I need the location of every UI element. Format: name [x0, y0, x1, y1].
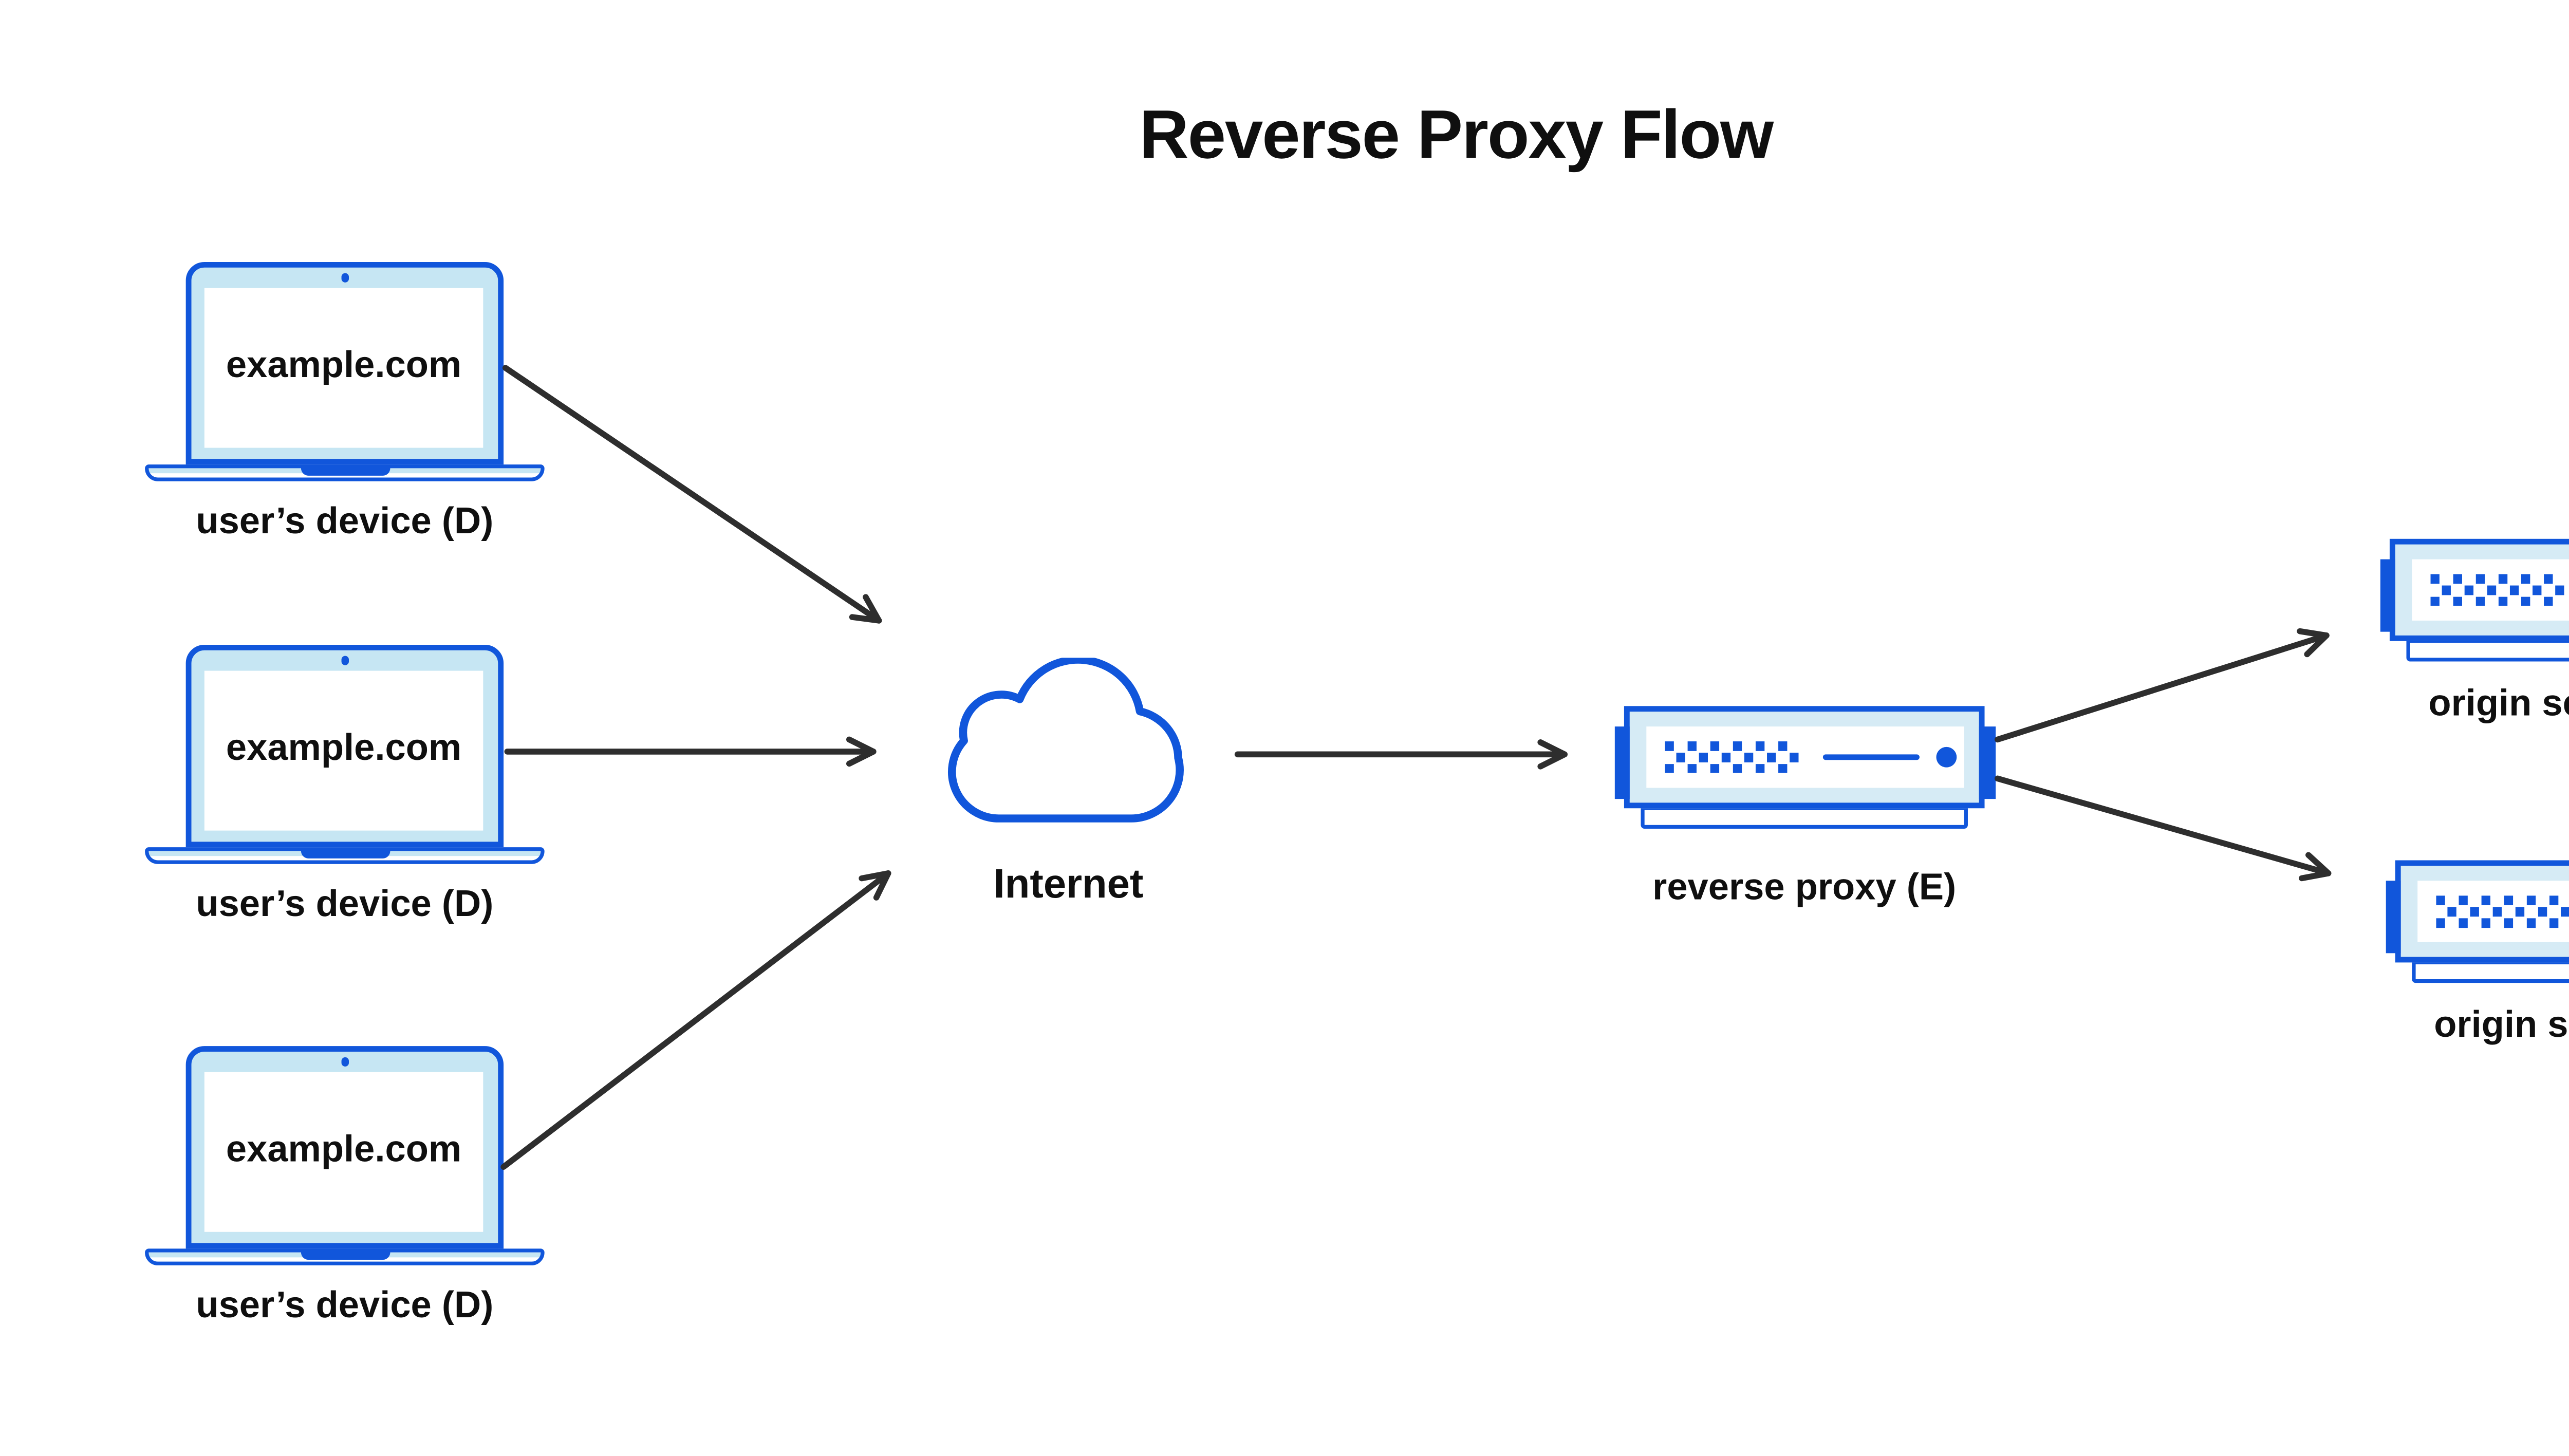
reverse-proxy-label: reverse proxy (E) [1652, 867, 1957, 909]
origin-server-node-2: origin server (F) [2385, 861, 2569, 1049]
user-device-node-2: example.com user’s device (D) [145, 644, 545, 927]
arrow-proxy-to-origin2 [1995, 775, 2332, 882]
server-slot-line [1822, 754, 1919, 760]
laptop-screen-text: example.com [226, 346, 462, 387]
laptop-screen: example.com [204, 1072, 483, 1231]
laptop-screen: example.com [204, 670, 483, 830]
server-faceplate [1645, 726, 1963, 788]
laptop-screen-text: example.com [226, 1130, 462, 1172]
webcam-dot-icon [340, 273, 349, 282]
server-icon [1614, 706, 1995, 829]
server-faceplate [2411, 559, 2569, 621]
server-led-icon [1935, 746, 1956, 768]
server-vents-icon [2429, 573, 2563, 606]
server-icon [2379, 538, 2569, 662]
user-device-node-3: example.com user’s device (D) [145, 1046, 545, 1329]
server-chassis [2379, 538, 2569, 641]
webcam-dot-icon [340, 1057, 349, 1066]
server-left-tab [2385, 881, 2401, 954]
origin-server-node-1: origin server (F) [2379, 538, 2569, 726]
arrow-device3-to-internet [500, 870, 891, 1170]
user-device-label: user’s device (D) [196, 1286, 494, 1327]
reverse-proxy-node: reverse proxy (E) [1614, 706, 1995, 910]
page-title: Reverse Proxy Flow [1139, 97, 1774, 173]
arrow-device1-to-internet [502, 365, 882, 624]
internet-node: Internet [929, 658, 1207, 908]
origin-server-label: origin server (F) [2434, 1005, 2569, 1047]
laptop-icon: example.com [185, 261, 504, 464]
user-device-label: user’s device (D) [196, 501, 494, 543]
laptop-base [145, 846, 545, 864]
laptop-base [145, 1248, 545, 1266]
webcam-dot-icon [340, 656, 349, 664]
laptop-notch [300, 466, 389, 475]
laptop-screen-text: example.com [226, 729, 462, 770]
cloud-icon [948, 658, 1184, 823]
laptop-icon: example.com [185, 1046, 504, 1248]
user-device-node-1: example.com user’s device (D) [145, 261, 545, 545]
server-vents-icon [2435, 895, 2569, 928]
server-tray [2412, 961, 2569, 984]
origin-server-label: origin server (F) [2428, 683, 2569, 725]
server-chassis [2385, 861, 2569, 963]
laptop-notch [300, 849, 389, 858]
laptop-base [145, 463, 545, 481]
server-right-tab [1979, 726, 1995, 799]
server-icon [2385, 861, 2569, 984]
laptop-notch [300, 1250, 389, 1259]
laptop-screen: example.com [204, 288, 483, 447]
internet-label: Internet [993, 860, 1144, 907]
server-vents-icon [1664, 741, 1798, 774]
server-left-tab [1614, 726, 1630, 799]
arrow-proxy-to-origin1 [1995, 628, 2330, 743]
server-tray [2406, 639, 2569, 662]
server-tray [1641, 806, 1968, 829]
server-left-tab [2379, 559, 2395, 632]
user-device-label: user’s device (D) [196, 884, 494, 926]
server-chassis [1614, 706, 1995, 809]
laptop-icon: example.com [185, 644, 504, 847]
server-faceplate [2416, 881, 2569, 943]
